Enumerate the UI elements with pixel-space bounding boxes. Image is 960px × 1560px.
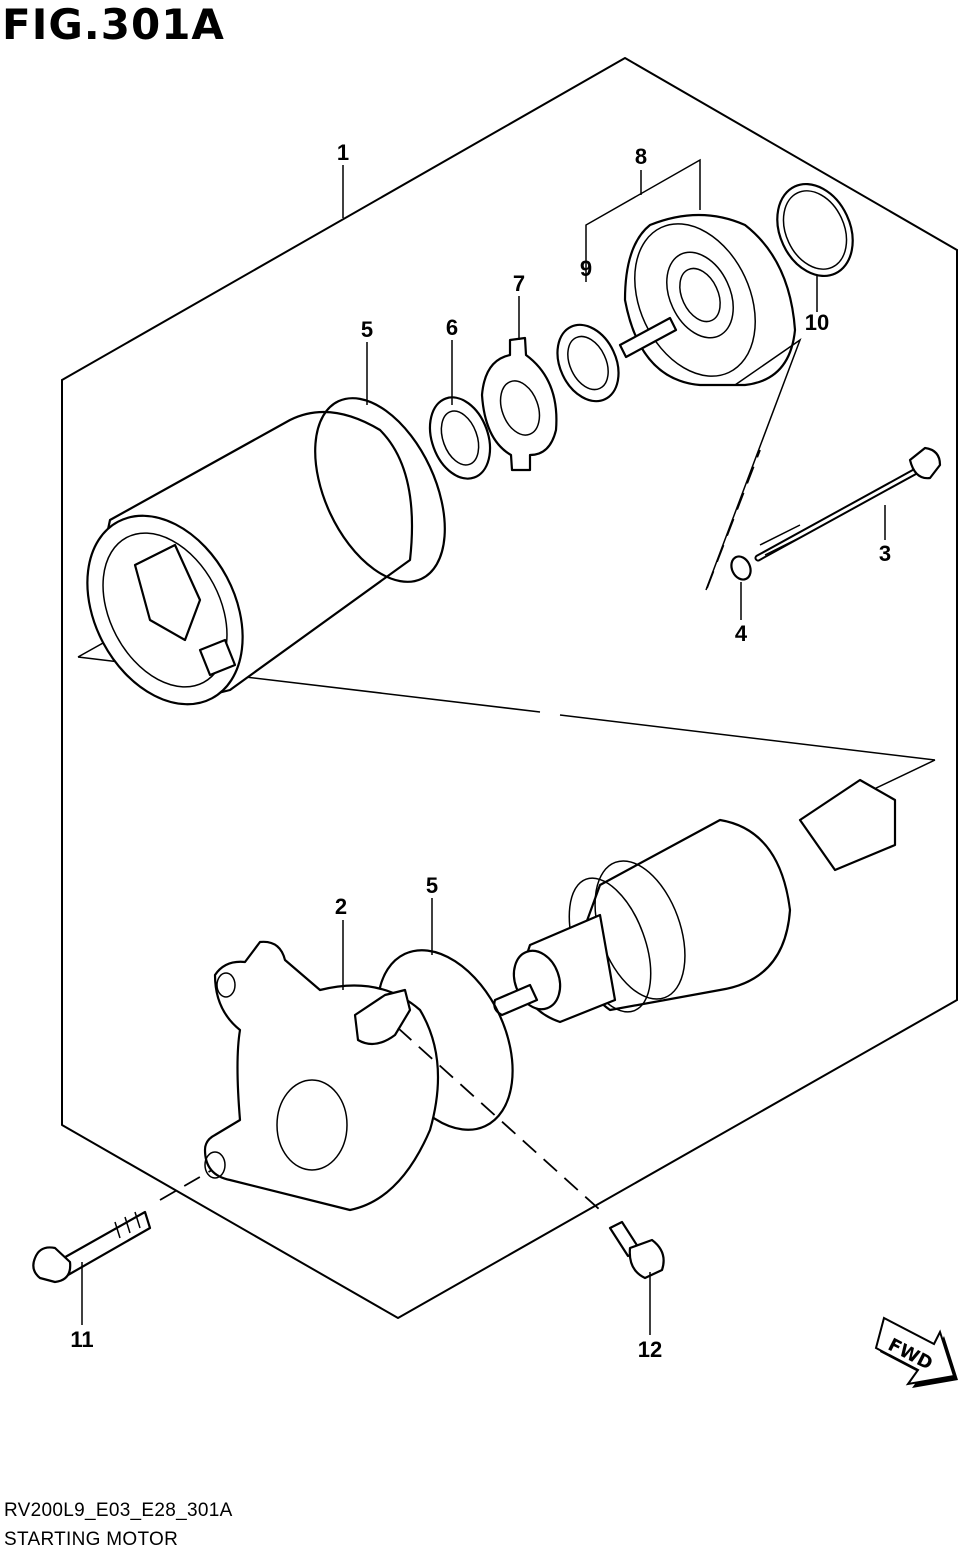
through-bolt-part-3 (754, 446, 942, 562)
dashed-line-11 (159, 1169, 213, 1201)
callout-9: 9 (580, 256, 592, 281)
bolt-part-12 (608, 1220, 665, 1280)
callout-4: 4 (735, 621, 748, 646)
callout-1: 1 (337, 140, 349, 165)
dashed-line-12 (397, 1027, 601, 1211)
callout-2: 2 (335, 894, 347, 919)
callout-leaders (81, 158, 886, 1335)
fwd-arrow-icon: FWD (874, 1316, 958, 1388)
oil-seal-part-9 (556, 323, 620, 403)
washer-part-4 (730, 555, 752, 581)
figure-title: FIG.301A (2, 0, 225, 49)
o-ring-upper (314, 397, 446, 583)
figure-code: RV200L9_E03_E28_301A (4, 1500, 233, 1521)
bolt-part-11 (32, 1210, 152, 1284)
callout-12: 12 (638, 1337, 662, 1362)
assembly-outline (61, 57, 958, 1319)
bracket-part-2 (203, 940, 440, 1212)
callout-5-lower: 5 (426, 873, 438, 898)
armature (493, 778, 897, 1024)
o-ring-part-10 (776, 182, 854, 278)
washer-part-6 (428, 396, 492, 480)
dashed-line-4 (706, 449, 761, 589)
callout-11: 11 (70, 1327, 93, 1352)
lock-plate-part-7 (480, 336, 558, 472)
callout-7: 7 (513, 271, 525, 296)
callout-3: 3 (879, 541, 891, 566)
end-cover-part-8 (618, 213, 797, 387)
callout-5-upper: 5 (361, 317, 373, 342)
figure-caption: STARTING MOTOR (4, 1529, 179, 1550)
callout-6: 6 (446, 315, 458, 340)
callout-10: 10 (805, 310, 829, 335)
callout-8: 8 (635, 144, 647, 169)
yoke-housing (86, 410, 414, 706)
